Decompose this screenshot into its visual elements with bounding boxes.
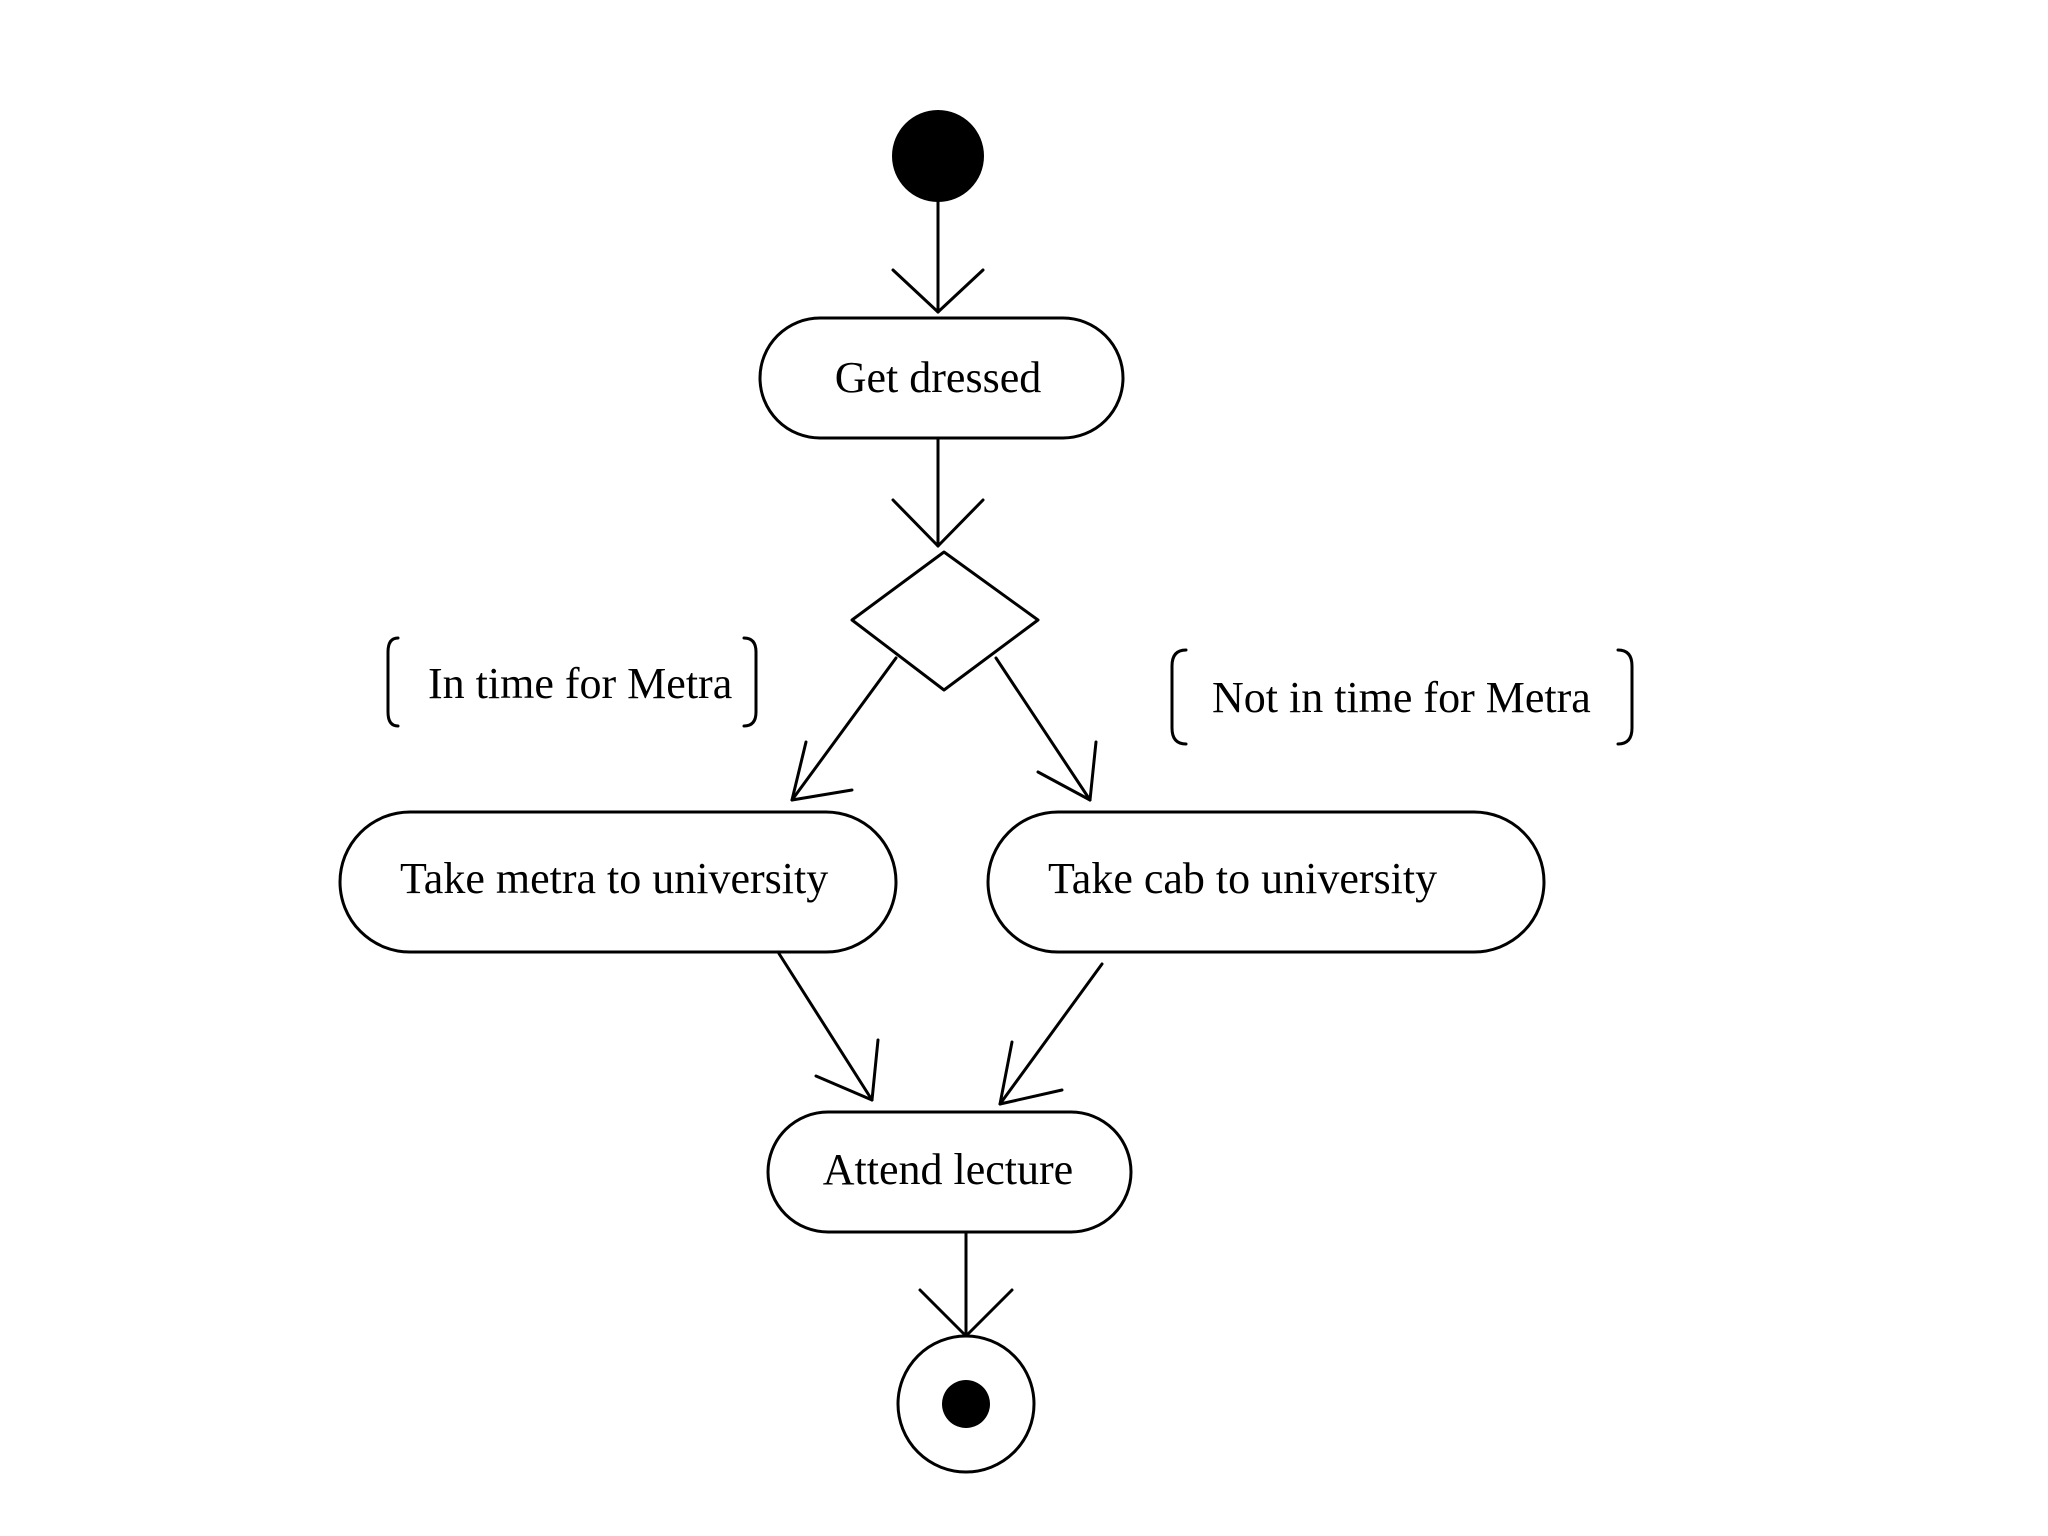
flow-attend-lecture-to-final	[918, 1230, 1014, 1338]
initial-node	[892, 110, 984, 202]
activity-attend-lecture-label: Attend lecture	[823, 1145, 1073, 1194]
guard-in-time: In time for Metra	[386, 636, 758, 728]
flow-decision-to-take-metra	[790, 656, 898, 802]
guard-not-in-time: Not in time for Metra	[1170, 648, 1634, 746]
activity-get-dressed: Get dressed	[758, 316, 1125, 440]
activity-get-dressed-label: Get dressed	[835, 353, 1042, 402]
activity-take-metra-label: Take metra to university	[400, 854, 828, 903]
flow-start-to-get-dressed	[891, 200, 985, 314]
final-node	[896, 1334, 1036, 1474]
guard-not-in-time-label: Not in time for Metra	[1212, 673, 1591, 722]
activity-take-cab-label: Take cab to university	[1048, 854, 1437, 903]
flow-take-cab-to-attend-lecture	[998, 962, 1104, 1106]
flow-get-dressed-to-decision	[891, 436, 985, 548]
flow-decision-to-take-cab	[994, 656, 1098, 802]
flow-take-metra-to-attend-lecture	[776, 950, 880, 1102]
activity-attend-lecture: Attend lecture	[766, 1110, 1133, 1234]
activity-take-metra: Take metra to university	[338, 810, 898, 954]
guard-in-time-label: In time for Metra	[428, 659, 732, 708]
decision-node	[850, 550, 1040, 692]
activity-take-cab: Take cab to university	[986, 810, 1546, 954]
